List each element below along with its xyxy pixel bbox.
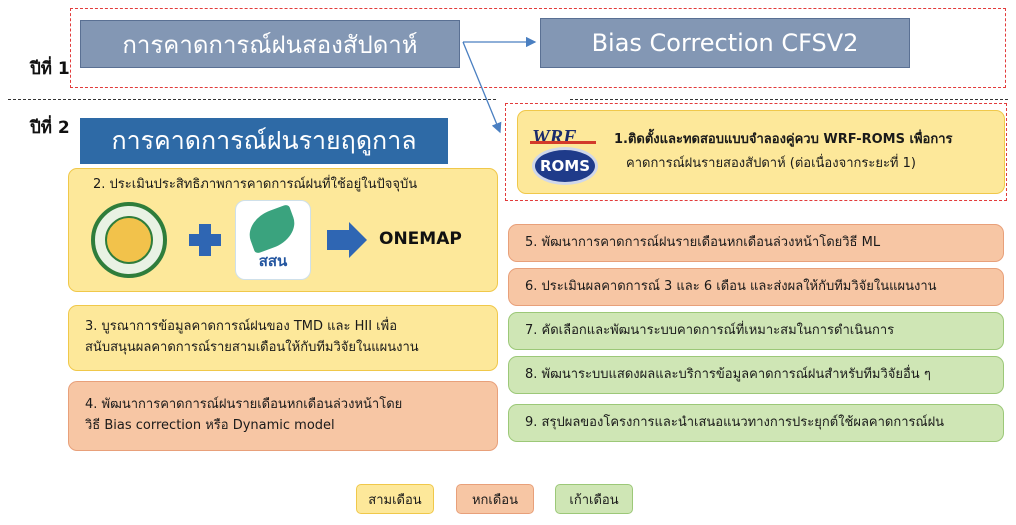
item8-text: 8. พัฒนาระบบแสดงผลและบริการข้อมูลคาดการณ…: [525, 366, 931, 382]
hii-logo-text: สสน: [258, 251, 288, 270]
item1-box: WRF ROMS 1.ติดตั้งและทดสอบแบบจำลองคู่ควบ…: [517, 110, 1005, 194]
item4-line2: วิธี Bias correction หรือ Dynamic model: [85, 418, 335, 433]
year2-label: ปีที่ 2: [30, 118, 70, 138]
item9-text: 9. สรุปผลของโครงการและนำเสนอแนวทางการประ…: [525, 414, 945, 430]
year-separator-right: [570, 99, 1008, 100]
item2-text: 2. ประเมินประสิทธิภาพการคาดการณ์ฝนที่ใช้…: [93, 177, 418, 192]
wrf-roms-logo: WRF ROMS: [530, 117, 606, 187]
tmd-emblem-icon: [105, 215, 153, 264]
onemap-label: ONEMAP: [379, 229, 462, 250]
item1-frame: [505, 103, 1007, 201]
arrow-right-icon: [327, 221, 367, 258]
item1-text: 1.ติดตั้งและทดสอบแบบจำลองคู่ควบ WRF-ROMS…: [614, 128, 952, 176]
year1-label: ปีที่ 1: [30, 59, 70, 79]
item6-text: 6. ประเมินผลคาดการณ์ 3 และ 6 เดือน และส่…: [525, 278, 937, 294]
item3-line2: สนับสนุนผลคาดการณ์รายสามเดือนให้กับทีมวิ…: [85, 340, 419, 355]
item3-box: 3. บูรณาการข้อมูลคาดการณ์ฝนของ TMD และ H…: [68, 305, 498, 371]
item2-logos: สสน ONEMAP: [91, 199, 462, 280]
legend-nine-months: เก้าเดือน: [555, 484, 633, 514]
plus-icon: [189, 223, 221, 256]
legend-six-months: หกเดือน: [456, 484, 534, 514]
roms-logo: ROMS: [532, 147, 598, 185]
year1-title: การคาดการณ์ฝนสองสัปดาห์: [80, 20, 460, 68]
legend-three-months: สามเดือน: [356, 484, 434, 514]
year2-title: การคาดการณ์ฝนรายฤดูกาล: [80, 118, 448, 164]
item8-box: 8. พัฒนาระบบแสดงผลและบริการข้อมูลคาดการณ…: [508, 356, 1004, 394]
item4-box: 4. พัฒนาการคาดการณ์ฝนรายเดือนหกเดือนล่วง…: [68, 381, 498, 451]
year1-frame: [70, 8, 1006, 88]
wrf-underline: [530, 141, 596, 144]
hii-logo: สสน: [235, 199, 311, 280]
item3-line1: 3. บูรณาการข้อมูลคาดการณ์ฝนของ TMD และ H…: [85, 319, 397, 335]
item1-line1: 1.ติดตั้งและทดสอบแบบจำลองคู่ควบ WRF-ROMS…: [614, 131, 953, 147]
item7-text: 7. คัดเลือกและพัฒนาระบบคาดการณ์ที่เหมาะส…: [525, 322, 895, 338]
leaf-icon: [243, 203, 301, 254]
item9-box: 9. สรุปผลของโครงการและนำเสนอแนวทางการประ…: [508, 404, 1004, 442]
bias-correction-title: Bias Correction CFSV2: [540, 18, 910, 68]
arrow-to-item1: [462, 41, 502, 134]
year-separator-left: [8, 99, 496, 100]
tmd-logo: [91, 201, 167, 278]
item2-box: 2. ประเมินประสิทธิภาพการคาดการณ์ฝนที่ใช้…: [68, 168, 498, 292]
item4-line1: 4. พัฒนาการคาดการณ์ฝนรายเดือนหกเดือนล่วง…: [85, 397, 403, 413]
item5-text: 5. พัฒนาการคาดการณ์ฝนรายเดือนหกเดือนล่วง…: [525, 234, 881, 250]
item7-box: 7. คัดเลือกและพัฒนาระบบคาดการณ์ที่เหมาะส…: [508, 312, 1004, 350]
item1-line2: คาดการณ์ฝนรายสองสัปดาห์ (ต่อเนื่องจากระย…: [626, 156, 916, 171]
item6-box: 6. ประเมินผลคาดการณ์ 3 และ 6 เดือน และส่…: [508, 268, 1004, 306]
item5-box: 5. พัฒนาการคาดการณ์ฝนรายเดือนหกเดือนล่วง…: [508, 224, 1004, 262]
